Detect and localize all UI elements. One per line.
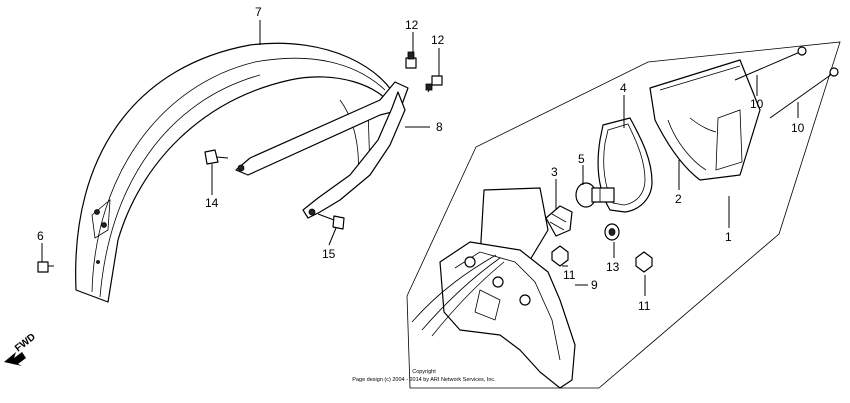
- callout-2: 2: [675, 192, 682, 206]
- callout-3: 3: [551, 165, 558, 179]
- bolt-15: [317, 213, 345, 230]
- copyright-line-1: Copyright: [412, 369, 436, 375]
- assembly-outline: [406, 41, 841, 389]
- fwd-label: FWD: [13, 332, 38, 355]
- socket: [545, 205, 573, 237]
- callout-4: 4: [620, 81, 627, 95]
- copyright-line-2: Page design (c) 2004 - 2014 by ARI Netwo…: [352, 377, 496, 383]
- rear-fender: [75, 42, 399, 303]
- callout-10b: 10: [791, 121, 805, 135]
- bolt-12a: [405, 51, 417, 69]
- callout-6: 6: [37, 229, 44, 243]
- callout-7: 7: [255, 5, 262, 19]
- callout-9: 9: [591, 278, 598, 292]
- callout-15: 15: [322, 247, 336, 261]
- callout-10a: 10: [750, 97, 764, 111]
- nut-11a: [551, 245, 569, 267]
- callout-13: 13: [606, 260, 620, 274]
- bolt-6: [37, 261, 54, 273]
- bolt-12b: [425, 75, 443, 93]
- callout-14: 14: [205, 196, 219, 210]
- taillight-lens: [649, 59, 761, 181]
- leader-lines: [41, 20, 799, 296]
- fender-bracket: [235, 81, 409, 219]
- grommet-13: [604, 223, 620, 241]
- callout-12b: 12: [431, 33, 445, 47]
- taillight-base: [411, 187, 576, 389]
- screw-10a: [734, 46, 807, 81]
- callout-8: 8: [436, 120, 443, 134]
- fwd-arrow-icon: FWD: [4, 332, 38, 366]
- callout-12a: 12: [405, 18, 419, 32]
- callout-11a: 11: [563, 268, 576, 282]
- callout-1: 1: [725, 230, 732, 244]
- callout-5: 5: [578, 152, 585, 166]
- bolt-14: [204, 149, 229, 165]
- bulb: [575, 182, 615, 208]
- callout-11b: 11: [638, 299, 651, 313]
- screw-10b: [769, 67, 839, 119]
- nut-11b: [635, 251, 653, 273]
